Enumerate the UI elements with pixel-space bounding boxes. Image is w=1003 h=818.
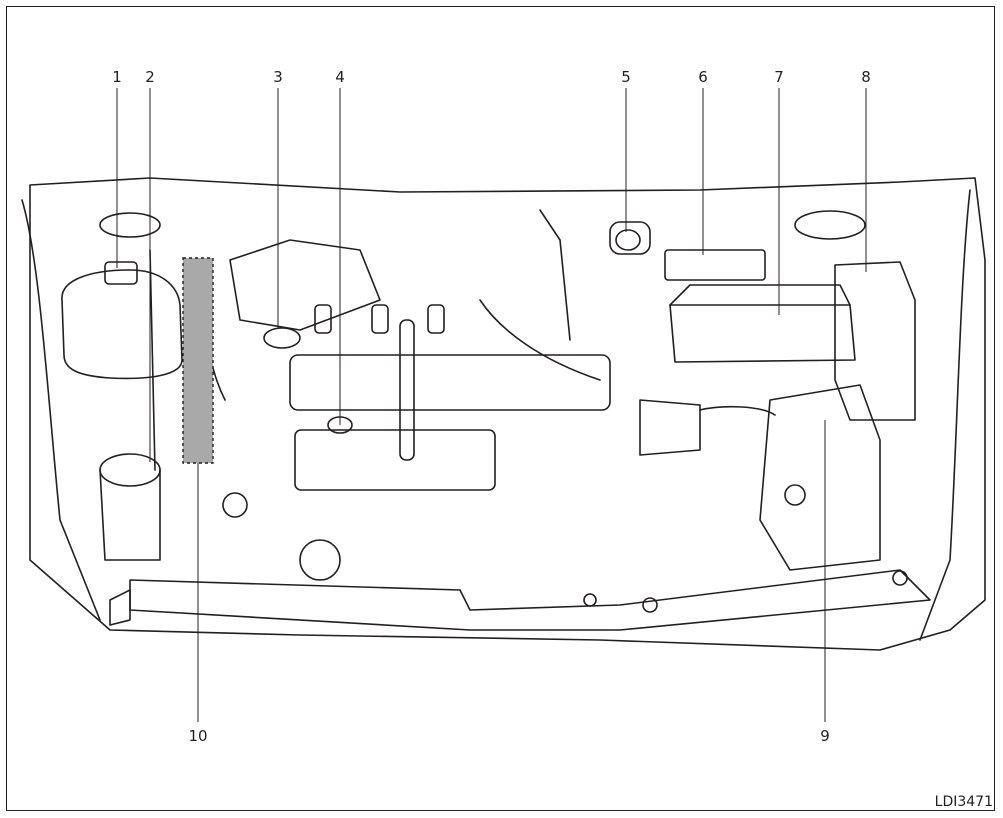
callout-4: 4 [335, 68, 345, 86]
hood-outline [29, 177, 986, 651]
coolant-reservoir [61, 269, 183, 380]
highlighted-part-10 [182, 257, 214, 464]
callout-8: 8 [861, 68, 871, 86]
relay-box [834, 261, 916, 421]
intake-manifold [294, 429, 496, 491]
figure-id: LDI3471 [934, 794, 993, 810]
reservoir-cap [104, 261, 138, 285]
callout-9: 9 [820, 727, 830, 745]
callout-10: 10 [188, 727, 208, 745]
callout-1: 1 [112, 68, 122, 86]
figure-frame [6, 6, 995, 811]
callout-5: 5 [621, 68, 631, 86]
callout-3: 3 [273, 68, 283, 86]
fuse-box [664, 249, 766, 281]
radiator-support [129, 569, 931, 631]
washer-tank [99, 453, 161, 487]
left-fender [21, 199, 101, 621]
callout-7: 7 [774, 68, 784, 86]
air-cleaner [759, 384, 881, 571]
oil-cap [263, 327, 301, 349]
battery [669, 304, 856, 363]
right-fender [919, 189, 971, 641]
brake-fluid-reservoir [609, 221, 651, 255]
callout-2: 2 [145, 68, 155, 86]
callout-leaders [116, 88, 867, 722]
callout-6: 6 [698, 68, 708, 86]
valve-cover [289, 354, 611, 411]
